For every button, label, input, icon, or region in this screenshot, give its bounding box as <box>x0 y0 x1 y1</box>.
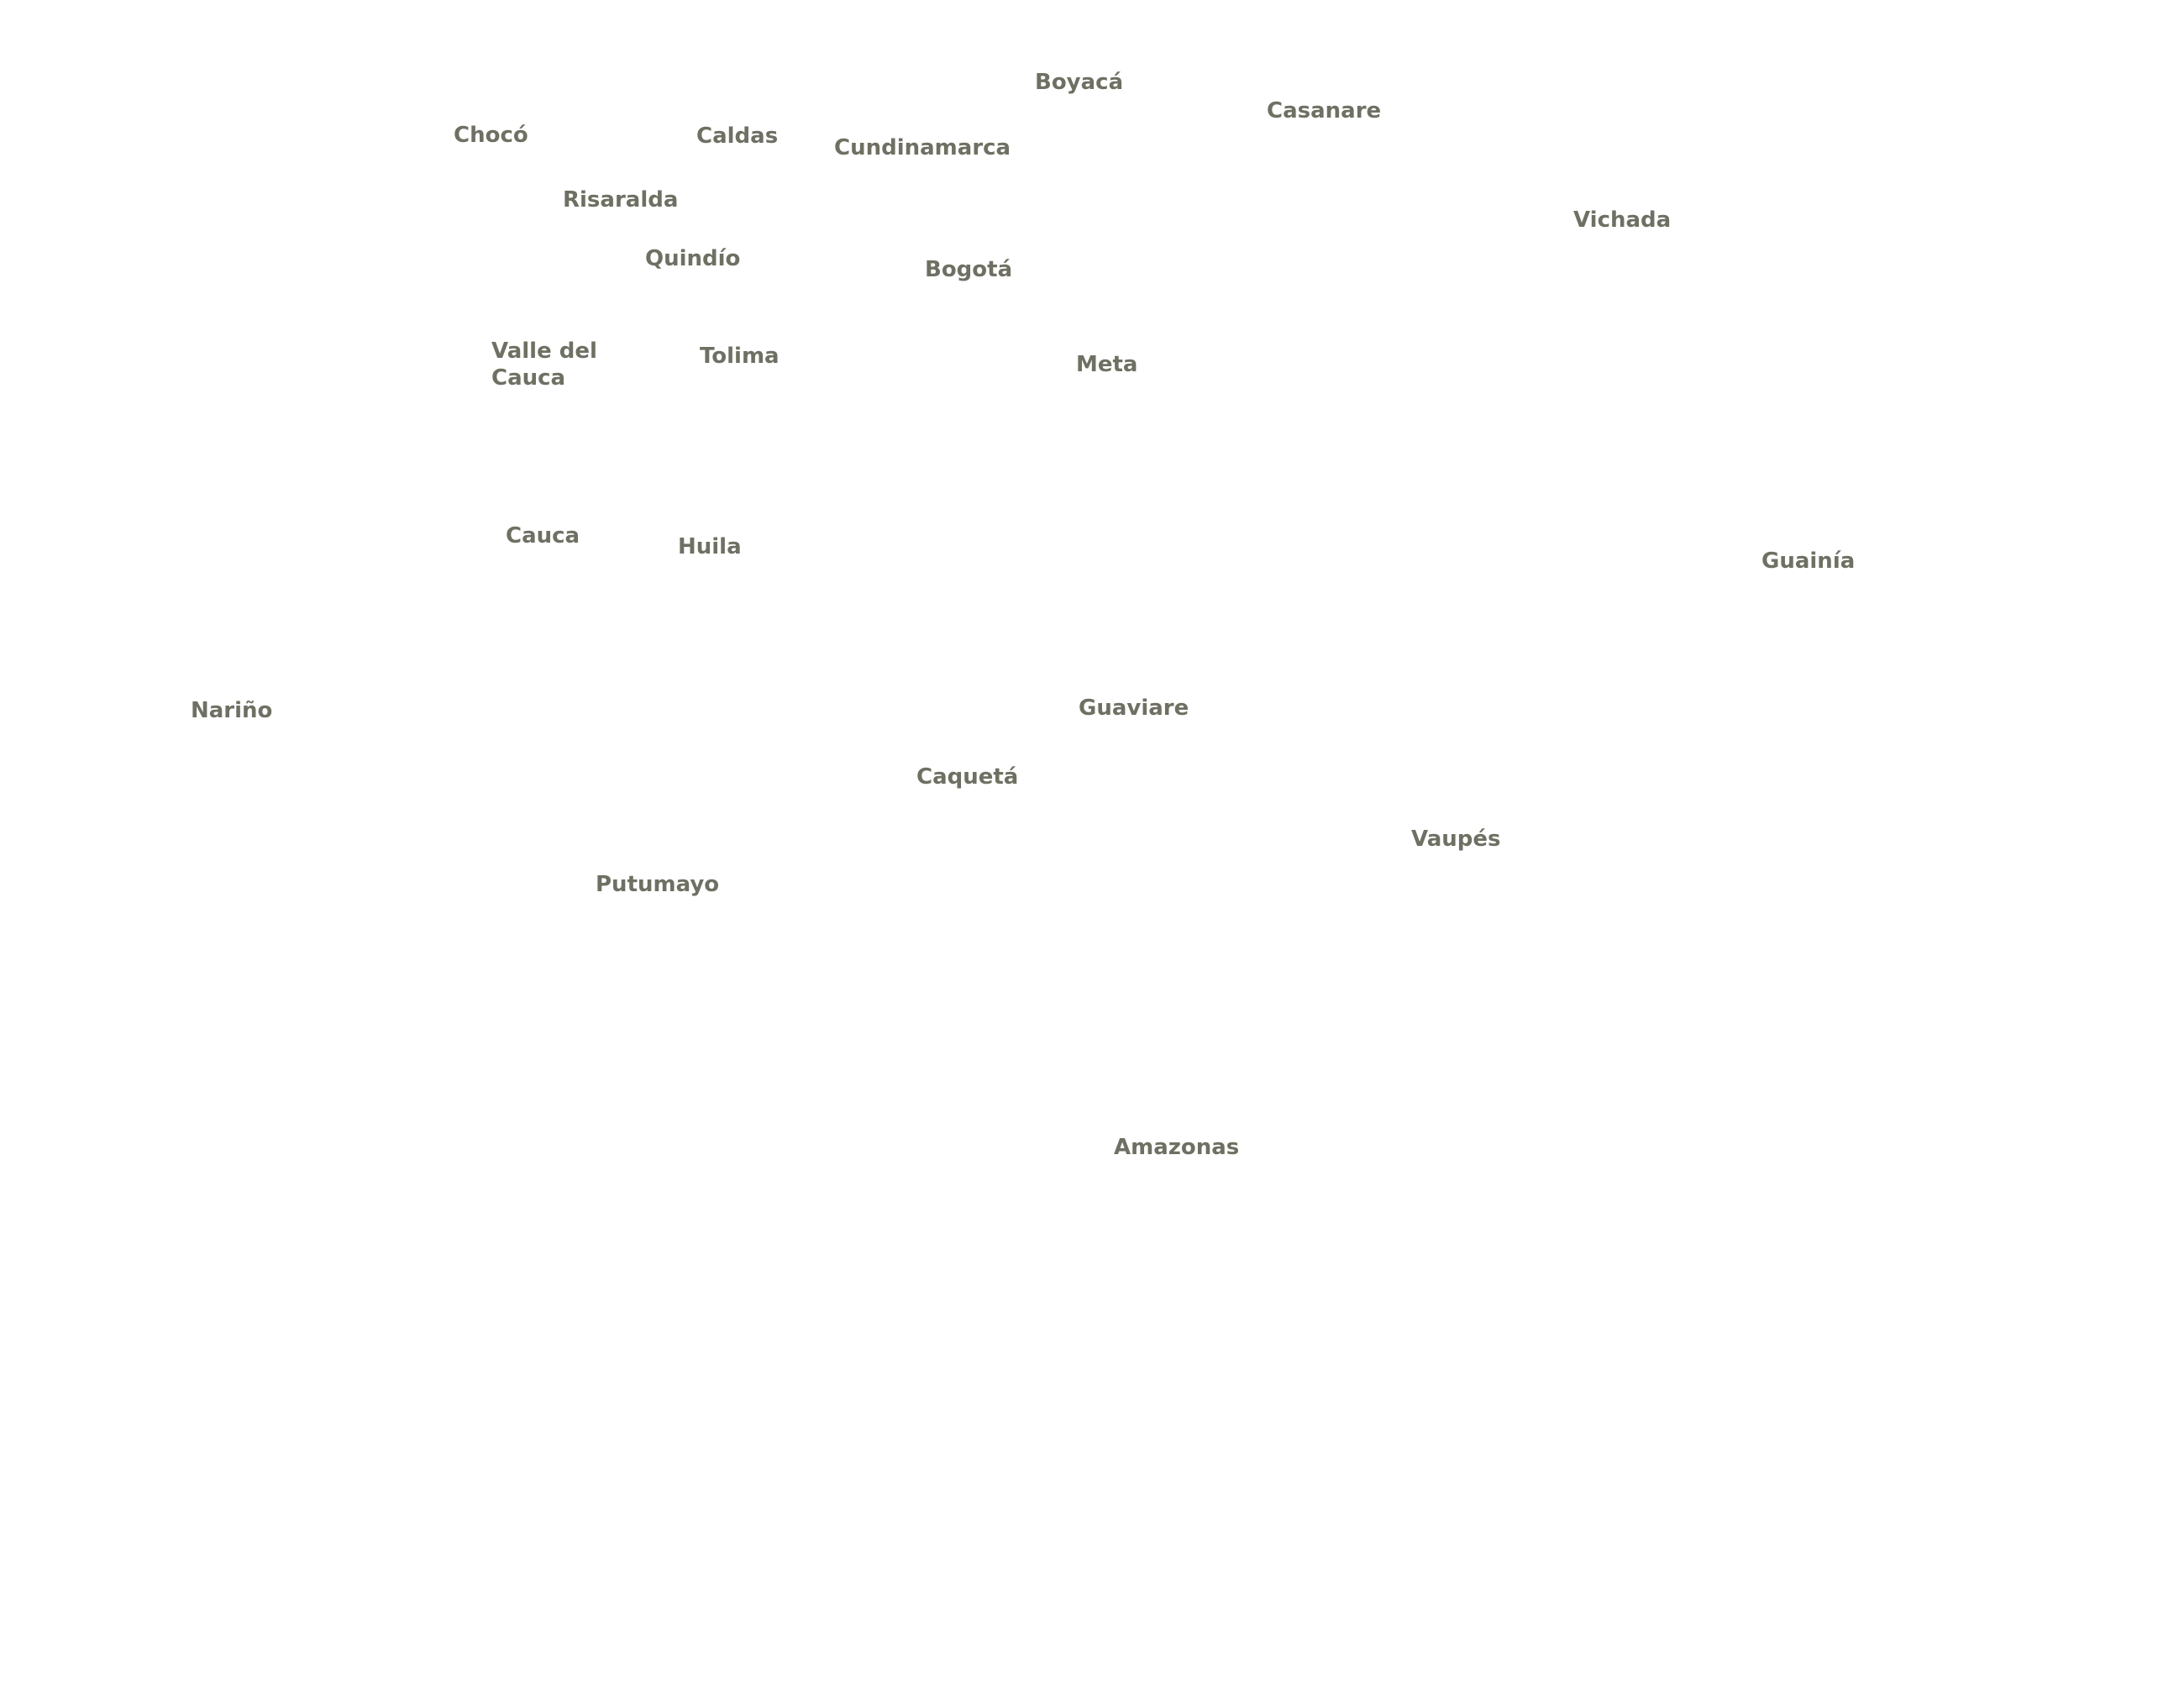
department-label-vichada: Vichada <box>1573 207 1672 233</box>
department-label-cauca: Cauca <box>506 523 580 549</box>
department-label-narino: Nariño <box>191 698 273 723</box>
department-label-meta: Meta <box>1076 352 1138 377</box>
department-label-valle-del-cauca: Valle del Cauca <box>491 339 597 391</box>
department-label-guainia: Guainía <box>1761 549 1856 574</box>
department-label-vaupes: Vaupés <box>1411 827 1501 852</box>
department-label-quindio: Quindío <box>645 246 741 271</box>
department-label-choco: Chocó <box>454 123 528 148</box>
department-label-amazonas: Amazonas <box>1114 1135 1240 1160</box>
department-label-tolima: Tolima <box>700 344 780 369</box>
department-label-casanare: Casanare <box>1267 98 1382 123</box>
department-label-caldas: Caldas <box>696 123 779 149</box>
department-label-huila: Huila <box>678 534 742 559</box>
department-label-putumayo: Putumayo <box>596 872 720 897</box>
department-label-caqueta: Caquetá <box>916 764 1019 790</box>
capital-label-bogota: Bogotá <box>925 257 1013 282</box>
department-label-risaralda: Risaralda <box>563 187 679 213</box>
department-label-boyaca: Boyacá <box>1035 70 1124 95</box>
department-label-cundinamarca: Cundinamarca <box>834 135 1011 160</box>
department-label-guaviare: Guaviare <box>1079 696 1189 721</box>
